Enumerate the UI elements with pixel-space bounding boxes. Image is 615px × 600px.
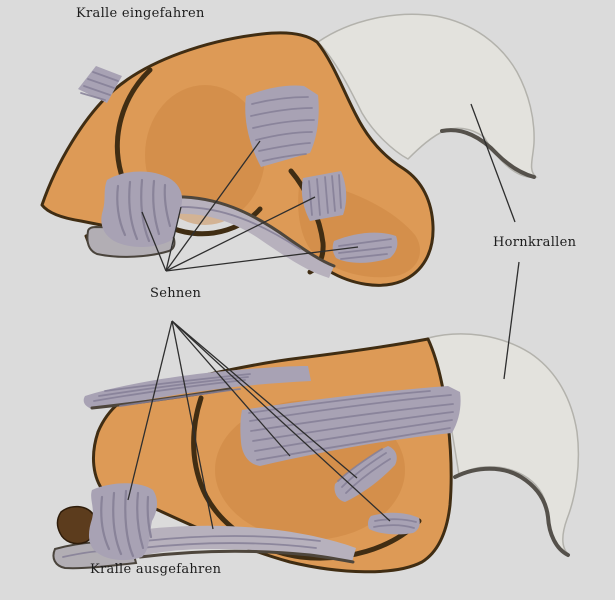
flexor-strip-stria <box>177 206 301 250</box>
label-claw-retracted: Kralle eingefahren <box>76 6 205 21</box>
patch-stria <box>80 92 106 101</box>
patch-stria <box>255 131 313 141</box>
hornkrallen-leader-lines <box>470 103 520 380</box>
tendon-patch-top-left <box>78 66 122 103</box>
horn-claw-inner-edge <box>440 128 536 179</box>
patch-stria <box>250 107 313 117</box>
patch-fill <box>367 512 420 535</box>
sehnen-leader-lines-upper <box>141 140 359 272</box>
patch-stria <box>262 153 307 162</box>
flexor-tendon-strip <box>168 195 336 278</box>
boot-stria <box>128 180 139 241</box>
leader-line <box>171 320 214 530</box>
lower-tendon-strip <box>130 525 356 564</box>
band-stria <box>248 390 431 414</box>
leader-line <box>503 261 520 380</box>
leader-line <box>171 320 391 522</box>
sehnen-leader-lines-lower <box>127 320 391 530</box>
tendon-boot-upper <box>101 171 183 247</box>
band-stria <box>98 376 249 397</box>
leader-line <box>165 196 316 272</box>
label-horn-claws: Hornkrallen <box>493 235 577 250</box>
band-stria <box>104 373 251 392</box>
flexor-strip-shadow <box>168 195 336 268</box>
leader-line <box>171 320 291 457</box>
patch-stria <box>258 142 311 152</box>
boot-fill <box>88 483 158 561</box>
tendon-patch-large-upper <box>245 85 319 167</box>
horn-claw-inner-edge <box>453 466 570 557</box>
patch-stria <box>252 119 315 129</box>
patch-stria <box>316 178 321 216</box>
tendon-patch-diagonal <box>334 446 397 502</box>
patch-stria <box>338 246 392 254</box>
claw-base-extended <box>56 505 96 545</box>
patch-fill <box>245 85 319 167</box>
band-stria <box>252 411 454 442</box>
flexor-strip-fill <box>170 196 334 278</box>
patch-fill <box>78 66 122 103</box>
band-stria <box>254 419 453 452</box>
patch-stria <box>340 253 388 260</box>
boot-stria <box>136 491 145 550</box>
leader-line <box>141 211 167 272</box>
band-fill <box>83 366 312 409</box>
figure-claw-retracted <box>40 13 538 287</box>
patch-stria <box>341 452 387 488</box>
leader-line <box>165 140 261 272</box>
boot-stria <box>116 184 127 237</box>
tendon-patch-middle <box>301 171 347 221</box>
patch-stria <box>87 78 115 89</box>
patch-stria <box>374 518 417 523</box>
leader-line <box>127 320 173 501</box>
strip-stria <box>143 535 321 542</box>
tendon-boot-lower <box>88 483 158 561</box>
tendon-band-horizontal <box>240 386 461 466</box>
horn-claw-retracted <box>316 13 538 178</box>
patch-stria <box>337 448 383 482</box>
patch-stria <box>338 238 392 247</box>
patch-stria <box>345 458 391 494</box>
boot-stria <box>124 489 135 558</box>
strip-shadow <box>138 549 355 564</box>
patch-stria <box>373 524 415 529</box>
leader-line <box>470 103 516 223</box>
label-tendons: Sehnen <box>150 286 202 301</box>
leader-line <box>165 206 182 272</box>
extensor-tendon-band <box>83 366 312 410</box>
band-stria <box>249 394 452 422</box>
figure-claw-extended <box>52 320 580 574</box>
patch-stria <box>92 71 119 82</box>
band-stria <box>119 388 241 407</box>
tendon-patch-small <box>367 512 420 535</box>
patch-stria <box>331 175 336 212</box>
band-stria <box>256 427 451 461</box>
band-stria <box>250 403 454 432</box>
leader-line <box>165 246 359 272</box>
boot-stria <box>146 495 153 539</box>
patch-stria <box>324 176 329 214</box>
patch-stria <box>308 180 313 216</box>
boot-stria <box>112 491 123 556</box>
patch-stria <box>251 96 309 105</box>
boot-stria <box>152 179 161 236</box>
boot-stria <box>100 495 111 551</box>
patch-stria <box>338 174 342 209</box>
patch-stria <box>83 85 111 96</box>
tendon-patch-lower <box>332 232 398 263</box>
label-claw-extended: Kralle ausgefahren <box>90 562 222 577</box>
strip-stria <box>140 542 317 549</box>
boot-stria <box>163 183 172 228</box>
leader-line <box>171 320 358 479</box>
